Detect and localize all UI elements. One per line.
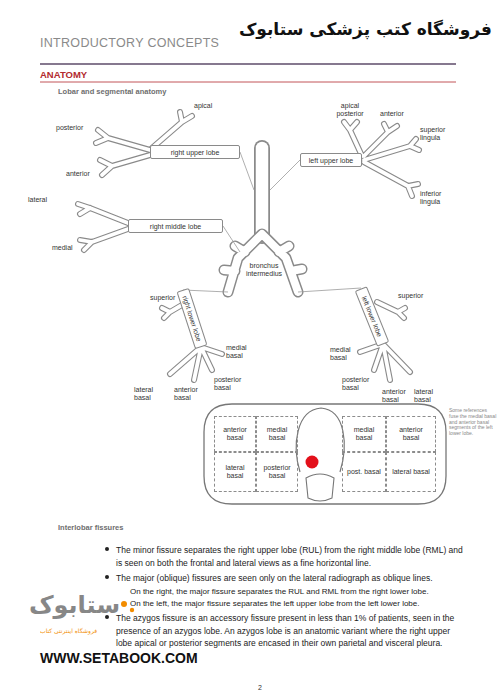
section-rule xyxy=(40,82,456,83)
watermark: فروشگاه کتب پزشکی ستابوک xyxy=(230,20,492,40)
node-label: medial basal xyxy=(346,426,382,442)
segment-cell: post. basal xyxy=(342,452,386,492)
mediastinum-outline xyxy=(296,408,344,472)
logo-tagline: فروشگاه اینترنتی کتاب xyxy=(40,628,132,635)
vertebra-outline xyxy=(306,474,334,501)
node-label: post. basal xyxy=(347,468,381,476)
logo-accent xyxy=(130,608,134,612)
node-label: medial basal xyxy=(260,426,294,442)
segment-label: medial basal xyxy=(226,344,254,360)
subheading: Interlobar fissures xyxy=(58,524,278,533)
trachea-lumen xyxy=(256,148,269,236)
bullet-text: The minor fissure separates the right up… xyxy=(116,544,466,569)
header-rule xyxy=(40,63,456,65)
node-label: right upper lobe xyxy=(171,149,220,156)
segment-label: posterior xyxy=(56,124,96,132)
node-label: lateral basal xyxy=(392,468,430,476)
sub-bullet-text: On the left, the major fissure separates… xyxy=(130,598,465,610)
leader-line xyxy=(240,152,254,190)
segmental-bronchus-lumen xyxy=(78,112,419,380)
segment-label: inferior lingula xyxy=(420,190,456,206)
bullet xyxy=(105,575,109,579)
node-label: lateral basal xyxy=(218,464,252,480)
lobe-bronchus-box: right upper lobe xyxy=(150,145,240,159)
bullet-text: The major (oblique) fissures are seen on… xyxy=(116,572,466,585)
segment-label: lateral basal xyxy=(134,386,162,402)
running-head: INTRODUCTORY CONCEPTS xyxy=(40,36,270,50)
aorta-dot xyxy=(306,456,319,469)
segment-cell: medial basal xyxy=(342,416,386,452)
segment-label: anterior basal xyxy=(174,386,206,402)
segment-label: posterior basal xyxy=(214,376,248,392)
segment-cell: lateral basal xyxy=(214,452,256,492)
logo-text: ستابوک xyxy=(36,592,120,620)
lobe-bronchus-box: left lower lobe xyxy=(355,286,390,347)
node-label: right middle lobe xyxy=(150,223,201,230)
segment-label: superior lingula xyxy=(420,126,456,142)
side-note: Some references fuse the medial basal an… xyxy=(449,408,497,437)
section-heading: ANATOMY xyxy=(40,70,160,81)
segment-label: posterior basal xyxy=(342,376,376,392)
main-bronchus-outline xyxy=(224,234,302,292)
watermark-url: WWW.SETABOOK.COM xyxy=(40,650,270,666)
segment-label: lateral xyxy=(28,196,68,204)
segment-cell: anterior basal xyxy=(214,416,256,452)
lobe-bronchus-box: right middle lobe xyxy=(128,219,223,233)
logo-accent xyxy=(121,601,127,607)
bullet xyxy=(105,547,109,551)
segment-label: apical posterior xyxy=(328,102,372,118)
segment-cell: medial basal xyxy=(256,416,298,452)
segment-cell: anterior basal xyxy=(386,416,436,452)
segment-label: medial basal xyxy=(330,346,358,362)
leader-line xyxy=(270,160,300,190)
segment-label: medial xyxy=(52,244,92,252)
segment-label: anterior basal xyxy=(382,388,414,404)
segment-cell: lateral basal xyxy=(386,452,436,492)
main-bronchus-lumen xyxy=(224,234,302,292)
node-label: anterior basal xyxy=(218,426,252,442)
node-label: right lower lobe xyxy=(181,294,202,341)
thorax-outline xyxy=(204,404,446,504)
leader-line xyxy=(223,226,240,252)
node-label: left upper lobe xyxy=(309,157,353,164)
segment-label: anterior xyxy=(66,170,106,178)
segment-label: anterior xyxy=(380,110,420,118)
bullet-text: The azygos fissure is an accessory fissu… xyxy=(116,612,466,650)
node-label: anterior basal xyxy=(390,426,432,442)
leader-line xyxy=(298,288,361,292)
sub-bullet-text: On the right, the major fissure separate… xyxy=(130,586,465,598)
node-label: posterior basal xyxy=(260,464,294,480)
segmental-bronchus-outline xyxy=(78,112,419,380)
lobe-bronchus-box: right lower lobe xyxy=(177,287,208,348)
segment-label: apical xyxy=(194,102,234,110)
segment-label: lateral basal xyxy=(414,388,442,404)
subheading: Lobar and segmental anatomy xyxy=(58,88,278,97)
segment-cell: posterior basal xyxy=(256,452,298,492)
airway-label: bronchus intermedius xyxy=(243,262,285,278)
lobe-bronchus-box: left upper lobe xyxy=(300,153,362,167)
page-number: 2 xyxy=(250,684,270,692)
segment-label: superior xyxy=(150,294,186,302)
trachea-outline xyxy=(254,148,270,236)
segment-label: superior xyxy=(398,292,434,300)
